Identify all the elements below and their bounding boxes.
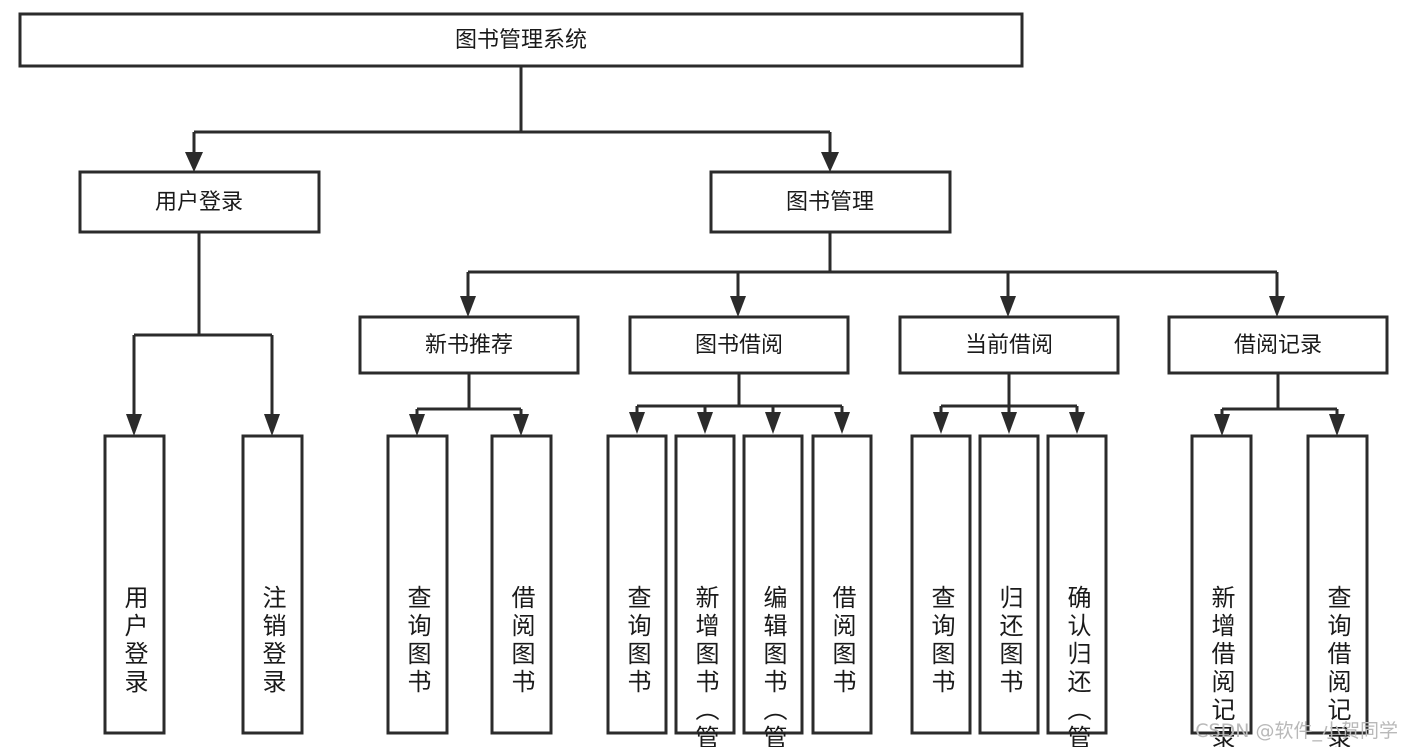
arrow-head-nbr-leaf-1 xyxy=(409,414,425,436)
leaf-book-borrow-1-label: 查询图书 xyxy=(623,585,651,697)
leaf-new-book-recommend-2[interactable]: 借阅图书 xyxy=(490,434,553,735)
csdn-watermark: CSDN @软件_小贺同学 xyxy=(1195,720,1398,742)
node-book-borrow-label: 图书借阅 xyxy=(695,333,783,358)
arrow-head-br-leaf-2 xyxy=(1329,414,1345,436)
leaf-new-book-recommend-1-box[interactable] xyxy=(386,434,449,735)
leaf-book-borrow-2[interactable]: 新增图书（管理员） xyxy=(674,434,736,747)
arrow-head-br-leaf-1 xyxy=(1214,414,1230,436)
leaf-book-borrow-4-label: 借阅图书 xyxy=(828,585,856,697)
leaf-borrow-record-1[interactable]: 新增借阅记录 xyxy=(1190,434,1253,747)
node-book-borrow-box[interactable] xyxy=(628,315,850,375)
arrow-head-new-book-recommend xyxy=(460,296,476,317)
node-current-borrow-box[interactable] xyxy=(898,315,1120,375)
arrow-head-bb-leaf-2 xyxy=(697,412,713,434)
node-user-login[interactable]: 用户登录 xyxy=(78,170,321,234)
leaf-user-login-2-label: 注销登录 xyxy=(258,585,286,697)
arrow-head-user-login xyxy=(185,152,203,172)
node-book-manage[interactable]: 图书管理 xyxy=(709,170,952,234)
node-new-book-recommend[interactable]: 新书推荐 xyxy=(358,315,580,375)
leaf-new-book-recommend-2-label: 借阅图书 xyxy=(507,585,535,697)
arrow-head-leaf-logout xyxy=(264,414,280,436)
leaf-book-borrow-4-box[interactable] xyxy=(811,434,873,735)
arrow-head-book-borrow xyxy=(730,296,746,317)
arrow-head-nbr-leaf-2 xyxy=(513,414,529,436)
node-book-borrow[interactable]: 图书借阅 xyxy=(628,315,850,375)
leaf-book-borrow-3-label: 编辑图书（管理员） xyxy=(759,585,787,747)
arrow-head-leaf-user-login xyxy=(126,414,142,436)
leaf-user-login-2-box[interactable] xyxy=(241,434,304,735)
node-user-login-box[interactable] xyxy=(78,170,321,234)
leaf-book-borrow-1-box[interactable] xyxy=(606,434,668,735)
arrow-head-cb-leaf-3 xyxy=(1069,412,1085,434)
leaf-book-borrow-3[interactable]: 编辑图书（管理员） xyxy=(742,434,804,747)
leaf-book-borrow-1[interactable]: 查询图书 xyxy=(606,434,668,735)
connector-layer xyxy=(126,66,1345,436)
leaf-borrow-record-1-box[interactable] xyxy=(1190,434,1253,735)
leaf-current-borrow-2-label: 归还图书 xyxy=(995,585,1023,697)
node-borrow-record-box[interactable] xyxy=(1167,315,1389,375)
node-book-manage-label: 图书管理 xyxy=(786,190,874,215)
leaf-current-borrow-3[interactable]: 确认归还（管理员） xyxy=(1046,434,1108,747)
arrow-head-bb-leaf-1 xyxy=(629,412,645,434)
leaf-book-borrow-3-box[interactable] xyxy=(742,434,804,735)
node-new-book-recommend-box[interactable] xyxy=(358,315,580,375)
node-book-manage-box[interactable] xyxy=(709,170,952,234)
leaf-borrow-record-1-label: 新增借阅记录 xyxy=(1207,585,1235,747)
arrow-head-cb-leaf-1 xyxy=(933,412,949,434)
leaf-new-book-recommend-2-box[interactable] xyxy=(490,434,553,735)
leaf-book-borrow-2-label: 新增图书（管理员） xyxy=(691,585,719,747)
leaf-book-borrow-2-box[interactable] xyxy=(674,434,736,735)
arrow-head-bb-leaf-3 xyxy=(765,412,781,434)
leaf-user-login-2[interactable]: 注销登录 xyxy=(241,434,304,735)
node-borrow-record[interactable]: 借阅记录 xyxy=(1167,315,1389,375)
leaf-user-login-1-label: 用户登录 xyxy=(120,585,148,697)
node-current-borrow-label: 当前借阅 xyxy=(965,333,1053,358)
leaf-book-borrow-4[interactable]: 借阅图书 xyxy=(811,434,873,735)
node-borrow-record-label: 借阅记录 xyxy=(1234,333,1322,358)
node-root-box[interactable] xyxy=(18,12,1024,68)
leaf-current-borrow-1[interactable]: 查询图书 xyxy=(910,434,972,735)
leaf-current-borrow-2[interactable]: 归还图书 xyxy=(978,434,1040,735)
leaf-user-login-1-box[interactable] xyxy=(103,434,166,735)
node-root[interactable]: 图书管理系统 xyxy=(18,12,1024,68)
leaf-new-book-recommend-1-label: 查询图书 xyxy=(403,585,431,697)
leaf-current-borrow-3-box[interactable] xyxy=(1046,434,1108,735)
leaf-current-borrow-1-label: 查询图书 xyxy=(927,585,955,697)
leaf-current-borrow-2-box[interactable] xyxy=(978,434,1040,735)
node-user-login-label: 用户登录 xyxy=(155,190,243,215)
leaf-current-borrow-3-label: 确认归还（管理员） xyxy=(1063,585,1091,747)
leaf-borrow-record-2-box[interactable] xyxy=(1306,434,1369,735)
arrow-head-borrow-record xyxy=(1269,296,1285,317)
arrow-head-cb-leaf-2 xyxy=(1001,412,1017,434)
arrow-head-book-manage xyxy=(821,152,839,172)
node-new-book-recommend-label: 新书推荐 xyxy=(425,333,513,358)
leaf-current-borrow-1-box[interactable] xyxy=(910,434,972,735)
arrow-head-bb-leaf-4 xyxy=(834,412,850,434)
leaf-user-login-1[interactable]: 用户登录 xyxy=(103,434,166,735)
node-current-borrow[interactable]: 当前借阅 xyxy=(898,315,1120,375)
leaf-borrow-record-2[interactable]: 查询借阅记录 xyxy=(1306,434,1369,747)
node-root-label: 图书管理系统 xyxy=(455,28,587,53)
leaf-borrow-record-2-label: 查询借阅记录 xyxy=(1323,585,1351,747)
arrow-head-current-borrow xyxy=(1000,296,1016,317)
leaf-new-book-recommend-1[interactable]: 查询图书 xyxy=(386,434,449,735)
